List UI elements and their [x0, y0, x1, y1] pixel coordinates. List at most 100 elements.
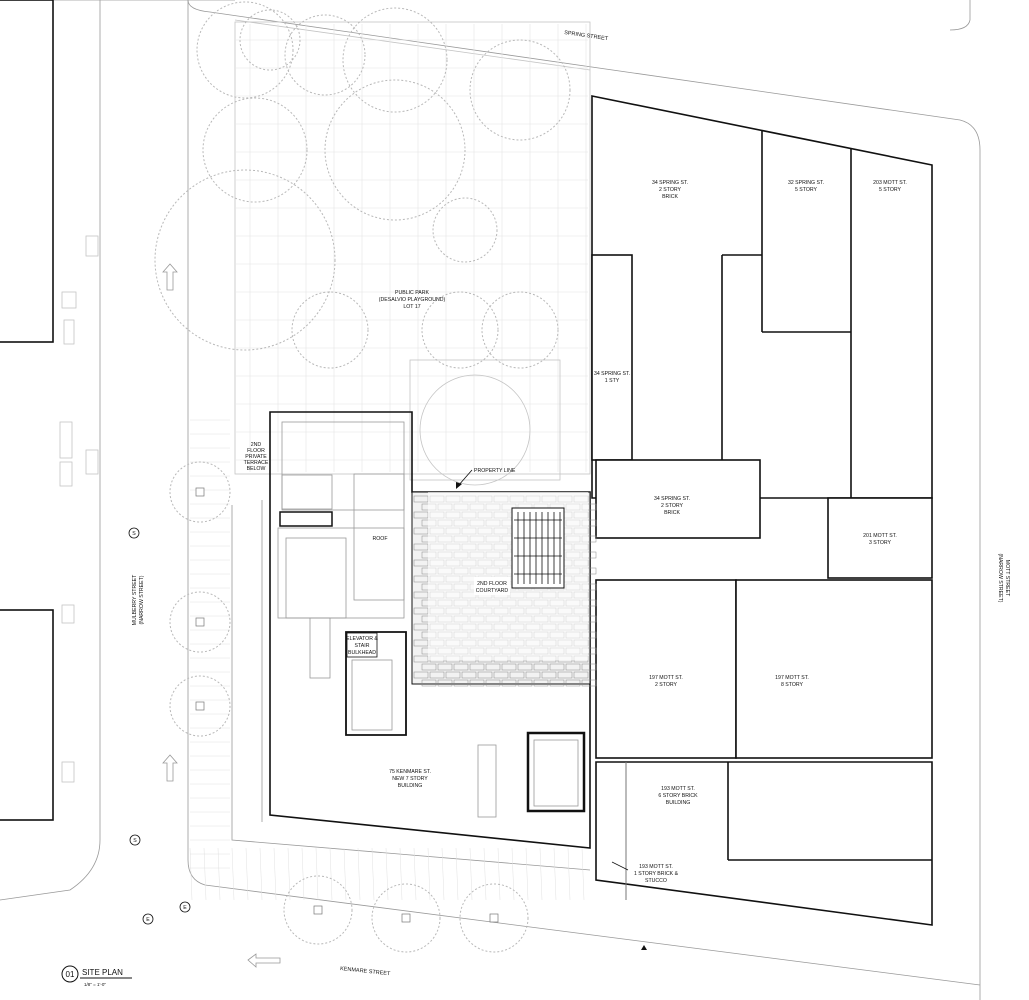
svg-text:BULKHEAD: BULKHEAD: [348, 650, 376, 656]
tree-canopy: [421, 291, 499, 369]
svg-text:MULBERRY STREET: MULBERRY STREET: [132, 574, 138, 625]
building-label-193-mott-1-story: 193 MOTT ST. 1 STORY BRICK & STUCCO: [611, 861, 680, 884]
svg-text:STAIR: STAIR: [355, 643, 370, 649]
tree-canopy: [469, 39, 571, 141]
tree-canopy: [202, 97, 308, 203]
svg-text:2ND: 2ND: [251, 442, 262, 448]
tree-canopy: [432, 197, 498, 263]
kenmare-street-label: KENMARE STREET: [340, 966, 391, 977]
roof-label: ROOF: [373, 536, 388, 542]
drawing-scale: 1/8" = 1'-0": [84, 982, 106, 987]
building-label-34-spring-mid: 34 SPRING ST. 1 STY: [594, 371, 630, 384]
marker-e-left: E: [142, 913, 154, 925]
mott-street-label: MOTT STREET (NARROW STREET): [997, 554, 1010, 603]
tree-pit: [401, 913, 411, 923]
svg-text:6 STORY BRICK: 6 STORY BRICK: [658, 793, 698, 799]
elevator-label: ELEVATOR & STAIR BULKHEAD: [346, 632, 378, 658]
svg-text:5 STORY: 5 STORY: [795, 187, 818, 193]
terrace-label: 2ND FLOOR PRIVATE TERRACE BELOW: [244, 442, 269, 472]
building-label-197-mott-8-story: 197 MOTT ST. 8 STORY: [775, 675, 809, 688]
svg-text:203 MOTT ST.: 203 MOTT ST.: [873, 180, 907, 186]
street-tree: [169, 591, 231, 653]
subway-marker-s-top: S: [128, 527, 140, 539]
street-tree: [371, 883, 441, 953]
street-tree: [169, 675, 231, 737]
tree-canopy: [481, 291, 559, 369]
street-curbs: [0, 0, 981, 1000]
tree-pit: [313, 905, 323, 915]
svg-text:5 STORY: 5 STORY: [879, 187, 902, 193]
svg-text:COURTYARD: COURTYARD: [476, 588, 509, 594]
tree-canopy: [284, 14, 366, 96]
svg-text:LOT 17: LOT 17: [403, 304, 420, 310]
tree-canopy: [324, 79, 466, 221]
svg-text:BRICK: BRICK: [664, 510, 680, 516]
svg-text:(NARROW STREET): (NARROW STREET): [997, 554, 1003, 603]
courtyard-label: 2ND FLOOR COURTYARD: [474, 577, 510, 595]
svg-text:PRIVATE: PRIVATE: [245, 454, 267, 460]
building-label-201-mott: 201 MOTT ST. 3 STORY: [863, 533, 897, 546]
sidewalk-grid: [189, 419, 585, 901]
svg-text:BELOW: BELOW: [247, 466, 266, 472]
svg-text:34 SPRING ST.: 34 SPRING ST.: [652, 180, 688, 186]
svg-text:E: E: [183, 905, 187, 911]
svg-text:34 SPRING ST.: 34 SPRING ST.: [654, 496, 690, 502]
tree-pit: [489, 913, 499, 923]
spring-street-label: SPRING STREET: [564, 30, 609, 42]
drawing-number: 01: [66, 970, 75, 979]
park-area: [234, 21, 591, 486]
svg-text:E: E: [146, 917, 150, 923]
svg-text:2ND FLOOR: 2ND FLOOR: [477, 581, 507, 587]
building-label-193-mott: 193 MOTT ST. 6 STORY BRICK BUILDING: [654, 783, 702, 806]
svg-text:NEW 7 STORY: NEW 7 STORY: [392, 776, 428, 782]
svg-text:34 SPRING ST.: 34 SPRING ST.: [594, 371, 630, 377]
building-label-197-mott-2-story: 197 MOTT ST. 2 STORY: [649, 675, 683, 688]
svg-text:STUCCO: STUCCO: [645, 878, 667, 884]
svg-text:BUILDING: BUILDING: [398, 783, 423, 789]
property-line-callout: PROPERTY LINE: [456, 468, 516, 489]
title-block: 01 SITE PLAN 1/8" = 1'-0": [61, 965, 132, 987]
north-marker: [641, 945, 647, 950]
svg-text:(NARROW STREET): (NARROW STREET): [139, 575, 145, 624]
svg-text:2 STORY: 2 STORY: [661, 503, 684, 509]
street-tree: [459, 883, 529, 953]
tree-canopy: [196, 1, 294, 99]
tree-pit: [195, 617, 205, 627]
svg-text:S: S: [132, 531, 136, 537]
marker-e-right: E: [179, 901, 191, 913]
mulberry-west-buildings: [0, 0, 99, 821]
adjacent-buildings: [591, 95, 933, 926]
project-site: [231, 411, 591, 871]
svg-text:197 MOTT ST.: 197 MOTT ST.: [775, 675, 809, 681]
street-trees: [169, 461, 529, 953]
park-label: PUBLIC PARK (DESALVIO PLAYGROUND) LOT 17: [379, 290, 446, 310]
tree-pit: [195, 487, 205, 497]
svg-text:PUBLIC PARK: PUBLIC PARK: [395, 290, 429, 296]
svg-text:1 STY: 1 STY: [605, 378, 620, 384]
svg-text:201 MOTT ST.: 201 MOTT ST.: [863, 533, 897, 539]
project-label: 75 KENMARE ST. NEW 7 STORY BUILDING: [389, 769, 431, 789]
svg-text:FLOOR: FLOOR: [247, 448, 265, 454]
tree-canopy: [154, 169, 336, 351]
svg-text:1 STORY BRICK &: 1 STORY BRICK &: [634, 871, 679, 877]
svg-text:S: S: [133, 838, 137, 844]
svg-text:MOTT STREET: MOTT STREET: [1004, 560, 1010, 597]
svg-text:75 KENMARE ST.: 75 KENMARE ST.: [389, 769, 431, 775]
svg-text:8 STORY: 8 STORY: [781, 682, 804, 688]
tree-canopy: [342, 7, 448, 113]
svg-text:(DESALVIO PLAYGROUND): (DESALVIO PLAYGROUND): [379, 297, 446, 303]
svg-text:ELEVATOR &: ELEVATOR &: [346, 636, 378, 642]
svg-text:32 SPRING ST.: 32 SPRING ST.: [788, 180, 824, 186]
mulberry-street-label: MULBERRY STREET (NARROW STREET): [132, 574, 145, 625]
building-label-203-mott: 203 MOTT ST. 5 STORY: [873, 180, 907, 193]
svg-text:193 MOTT ST.: 193 MOTT ST.: [639, 864, 673, 870]
building-label-34-spring-top: 34 SPRING ST. 2 STORY BRICK: [652, 180, 688, 200]
svg-text:3 STORY: 3 STORY: [869, 540, 892, 546]
svg-text:2 STORY: 2 STORY: [655, 682, 678, 688]
building-label-34-spring-low: 34 SPRING ST. 2 STORY BRICK: [654, 496, 690, 516]
svg-text:193 MOTT ST.: 193 MOTT ST.: [661, 786, 695, 792]
street-tree: [169, 461, 231, 523]
svg-text:197 MOTT ST.: 197 MOTT ST.: [649, 675, 683, 681]
building-label-32-spring: 32 SPRING ST. 5 STORY: [788, 180, 824, 193]
